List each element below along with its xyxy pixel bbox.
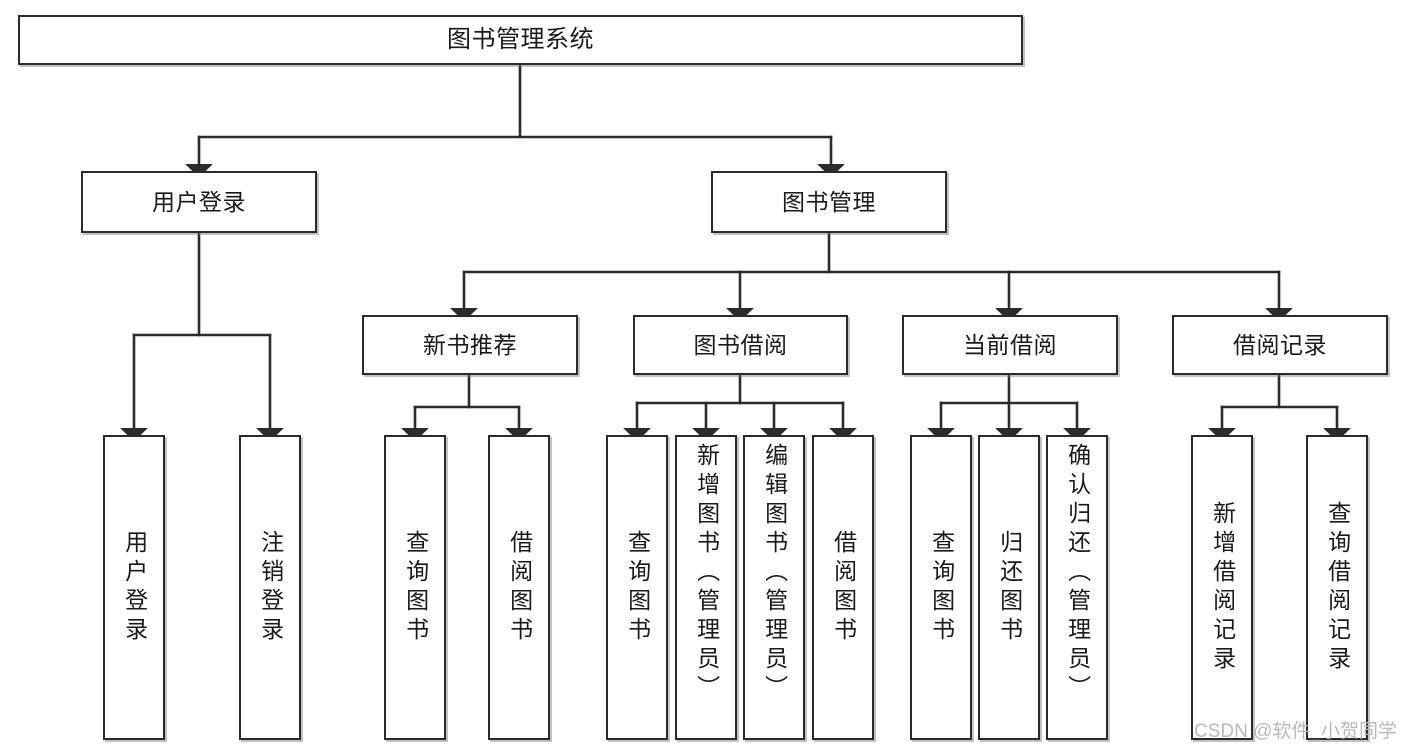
node-leaf-edit-book[interactable]: 编辑图书（管理员）: [743, 435, 805, 740]
node-leaf-query-record[interactable]: 查询借阅记录: [1306, 435, 1368, 740]
node-book-borrow[interactable]: 图书借阅: [633, 315, 848, 375]
node-book-manage[interactable]: 图书管理: [711, 171, 947, 233]
node-root-label: 图书管理系统: [447, 26, 594, 54]
node-leaf-query-book-1-label: 查询图书: [402, 529, 429, 646]
node-leaf-confirm-return[interactable]: 确认归还（管理员）: [1046, 435, 1108, 740]
node-leaf-logout[interactable]: 注销登录: [239, 435, 301, 740]
node-leaf-borrow-book-1-label: 借阅图书: [506, 529, 533, 646]
node-leaf-user-login[interactable]: 用户登录: [103, 435, 165, 740]
node-leaf-query-book-1[interactable]: 查询图书: [384, 435, 446, 740]
node-leaf-add-book-label: 新增图书（管理员）: [693, 443, 720, 704]
node-leaf-borrow-book-2[interactable]: 借阅图书: [812, 435, 874, 740]
node-user-login-label: 用户登录: [152, 188, 246, 215]
node-leaf-query-book-3-label: 查询图书: [928, 529, 955, 646]
node-borrow-record-label: 借阅记录: [1233, 331, 1327, 358]
node-leaf-query-record-label: 查询借阅记录: [1324, 500, 1351, 675]
node-borrow-record[interactable]: 借阅记录: [1172, 315, 1388, 375]
node-leaf-user-login-label: 用户登录: [121, 529, 148, 646]
node-book-manage-label: 图书管理: [782, 188, 876, 215]
node-book-borrow-label: 图书借阅: [693, 331, 788, 358]
node-current-borrow[interactable]: 当前借阅: [902, 315, 1118, 375]
node-leaf-query-book-3[interactable]: 查询图书: [910, 435, 972, 740]
node-current-borrow-label: 当前借阅: [963, 331, 1057, 358]
node-leaf-borrow-book-1[interactable]: 借阅图书: [488, 435, 550, 740]
node-leaf-query-book-2-label: 查询图书: [624, 529, 651, 646]
node-leaf-logout-label: 注销登录: [257, 529, 284, 646]
node-user-login[interactable]: 用户登录: [81, 171, 317, 233]
node-leaf-add-record[interactable]: 新增借阅记录: [1191, 435, 1253, 740]
node-leaf-edit-book-label: 编辑图书（管理员）: [761, 443, 788, 704]
node-leaf-add-record-label: 新增借阅记录: [1209, 500, 1236, 675]
node-leaf-confirm-return-label: 确认归还（管理员）: [1064, 443, 1091, 704]
node-leaf-borrow-book-2-label: 借阅图书: [830, 529, 857, 646]
node-leaf-return-book[interactable]: 归还图书: [978, 435, 1040, 740]
node-root[interactable]: 图书管理系统: [18, 15, 1023, 65]
node-leaf-add-book[interactable]: 新增图书（管理员）: [675, 435, 737, 740]
node-new-book-rec[interactable]: 新书推荐: [362, 315, 578, 375]
node-new-book-rec-label: 新书推荐: [423, 331, 517, 358]
node-leaf-return-book-label: 归还图书: [996, 529, 1023, 646]
node-leaf-query-book-2[interactable]: 查询图书: [606, 435, 668, 740]
